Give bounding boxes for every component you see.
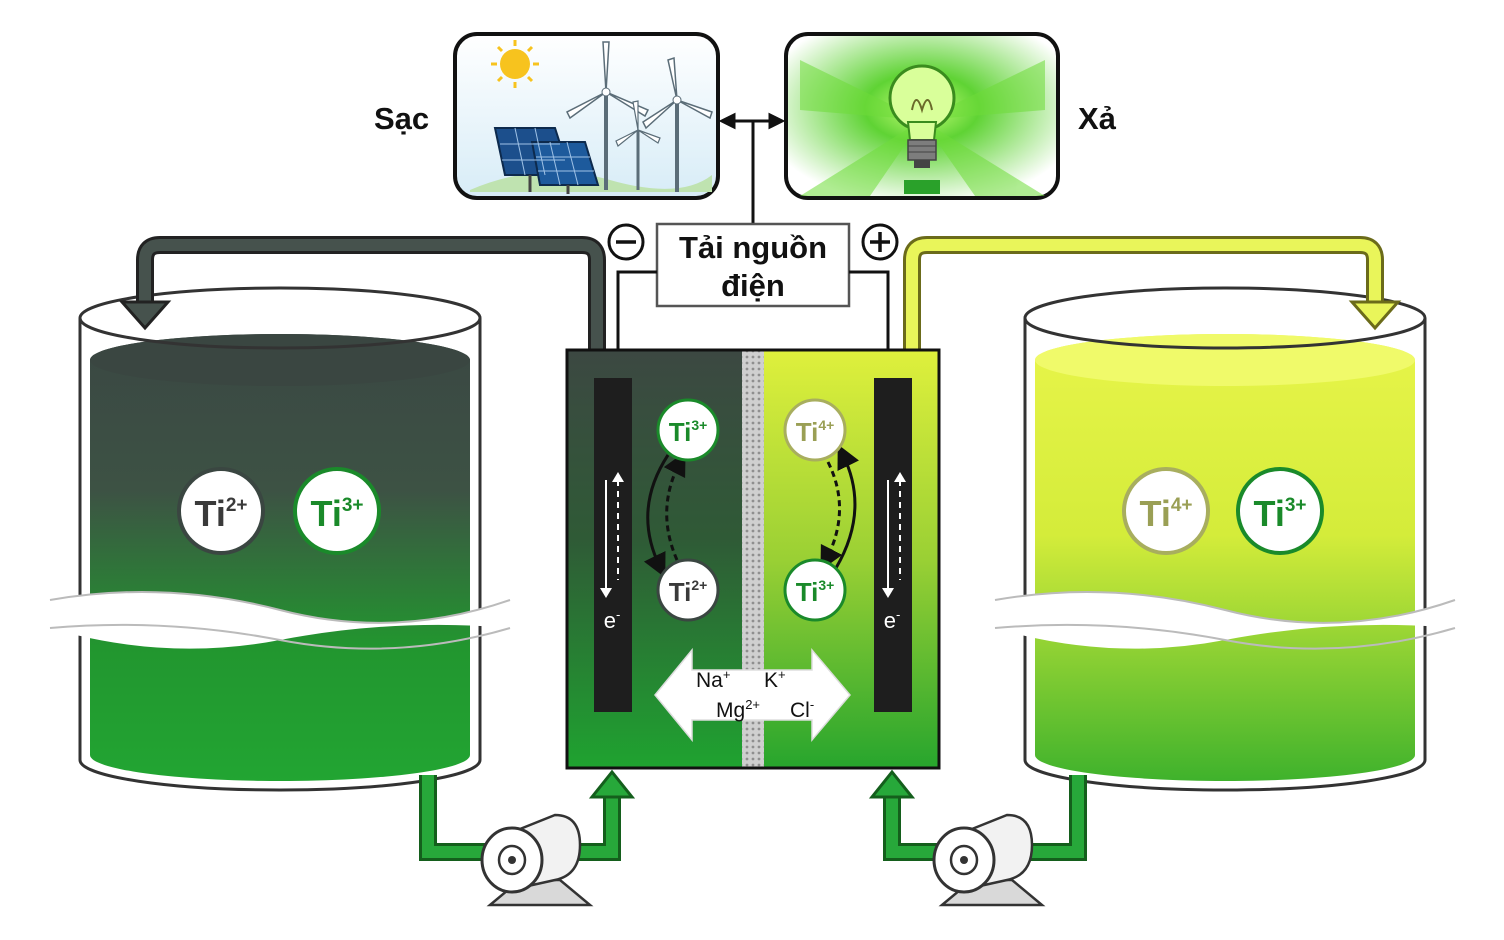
ion-ti3-right-tank: Ti3+ — [1236, 467, 1324, 555]
electron-label-left: e- — [604, 607, 621, 633]
right-tank — [994, 286, 1456, 792]
ion-exchange-arrow — [654, 647, 851, 743]
charge-scene — [453, 32, 720, 200]
negative-electrode — [594, 378, 632, 712]
ion-ti3-cell-right: Ti3+ — [783, 558, 847, 622]
electrochemical-cell: e- e- Na+ K+ Mg2+ Cl- — [565, 348, 941, 770]
electron-label-right: e- — [884, 607, 901, 633]
pump-left-icon — [480, 813, 594, 907]
cl-ion-label: Cl- — [790, 697, 814, 722]
right-return-pipe — [903, 236, 1402, 350]
left-tank — [49, 286, 511, 792]
svg-text:Ti4+: Ti4+ — [1139, 493, 1192, 534]
svg-text:Ti3+: Ti3+ — [310, 493, 363, 534]
light-bulb-icon — [888, 64, 956, 194]
load-label-line1: Tải nguồn — [679, 230, 827, 265]
load-label-line2: điện — [721, 268, 785, 303]
svg-text:Ti3+: Ti3+ — [1253, 493, 1306, 534]
sun-icon — [491, 40, 539, 88]
na-ion-label: Na+ — [696, 667, 730, 692]
electrode-wires — [616, 270, 890, 378]
pump-right-icon — [932, 813, 1046, 907]
k-ion-label: K+ — [764, 667, 786, 692]
mg-ion-label: Mg2+ — [716, 697, 760, 722]
power-load-box: Tải nguồn điện — [655, 222, 851, 308]
discharge-label: Xả — [1078, 101, 1117, 136]
svg-text:Ti3+: Ti3+ — [796, 577, 835, 607]
left-return-pipe — [118, 236, 606, 350]
ion-ti2-left-tank: Ti2+ — [177, 467, 265, 555]
charge-label: Sạc — [374, 101, 429, 136]
ion-ti2-cell-left: Ti2+ — [656, 558, 720, 622]
solar-panel-icon — [493, 127, 600, 194]
ion-ti4-cell-right: Ti4+ — [783, 398, 847, 462]
negative-terminal — [607, 223, 645, 261]
wind-turbine-icon — [565, 41, 713, 192]
scene-connector — [718, 112, 786, 225]
ion-ti3-cell-left: Ti3+ — [656, 398, 720, 462]
ion-ti3-left-tank: Ti3+ — [293, 467, 381, 555]
ion-ti4-right-tank: Ti4+ — [1122, 467, 1210, 555]
svg-text:Ti4+: Ti4+ — [796, 417, 835, 447]
svg-text:Ti2+: Ti2+ — [194, 493, 247, 534]
svg-text:Ti2+: Ti2+ — [669, 577, 708, 607]
membrane — [742, 350, 764, 768]
discharge-scene — [784, 32, 1060, 200]
svg-text:Ti3+: Ti3+ — [669, 417, 708, 447]
positive-terminal — [861, 223, 899, 261]
positive-electrode — [874, 378, 912, 712]
